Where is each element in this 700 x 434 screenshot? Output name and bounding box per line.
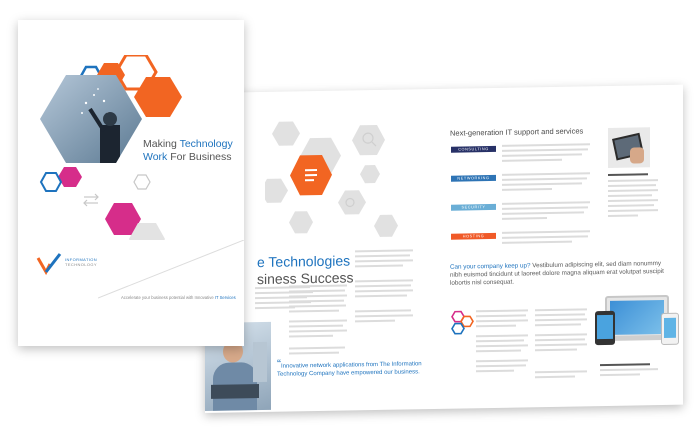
testimonial-quote: “Innovative network applications from Th…: [277, 357, 437, 379]
center-title-line1: e Technologies: [257, 252, 351, 271]
service-descriptions: [502, 143, 592, 265]
service-tag-hosting: HOSTING: [451, 232, 496, 240]
body-column-3: [355, 249, 415, 350]
company-logo-icon: [36, 253, 62, 276]
hexagon-cluster: [265, 121, 398, 237]
service-tag-consulting: CONSULTING: [451, 145, 496, 153]
question-bold: Can your company keep up?: [450, 262, 531, 271]
center-title: e Technologies siness Success: [257, 252, 353, 288]
tagline-highlight: IT Services: [214, 295, 236, 300]
headline-line2: Work For Business: [143, 151, 233, 164]
logo-line1: INFORMATION: [65, 257, 98, 262]
speech-bubble-icon: [290, 154, 332, 196]
quote-text: Innovative network applications from The…: [277, 361, 422, 378]
headline-making: Making: [143, 138, 180, 150]
headline-line1: Making Technology: [143, 138, 233, 151]
service-tag-networking: NETWORKING: [451, 174, 496, 182]
devices-image: [595, 294, 680, 356]
services-heading: Next-generation IT support and services: [450, 126, 584, 138]
headline-work: Work: [143, 151, 168, 163]
body-column-4: [476, 309, 531, 400]
swoosh-line: [98, 240, 244, 299]
tagline-text: Accelerate your business potential with …: [121, 295, 215, 300]
headline-for-business: For Business: [167, 151, 232, 163]
service-tag-security: SECURITY: [451, 203, 496, 211]
question-paragraph: Can your company keep up? Vestibulum adi…: [450, 260, 665, 288]
headline-technology: Technology: [179, 138, 233, 150]
cover-hexagon-graphic: [39, 55, 182, 240]
hexagon-logo-mark: [451, 310, 474, 335]
cover-tagline: Accelerate your business potential with …: [121, 295, 236, 300]
body-column-5: [535, 308, 590, 399]
devices-caption: [600, 363, 660, 384]
tablet-photo: [608, 127, 650, 168]
company-logo-text: INFORMATION TECHNOLOGY: [65, 257, 97, 267]
photo-caption: [608, 173, 658, 244]
front-cover: Making Technology Work For Business INFO…: [18, 20, 244, 346]
logo-line2: TECHNOLOGY: [65, 262, 98, 267]
cover-headline: Making Technology Work For Business: [143, 138, 233, 164]
inside-spread: e Technologies siness Success “Innovativ…: [205, 84, 683, 413]
